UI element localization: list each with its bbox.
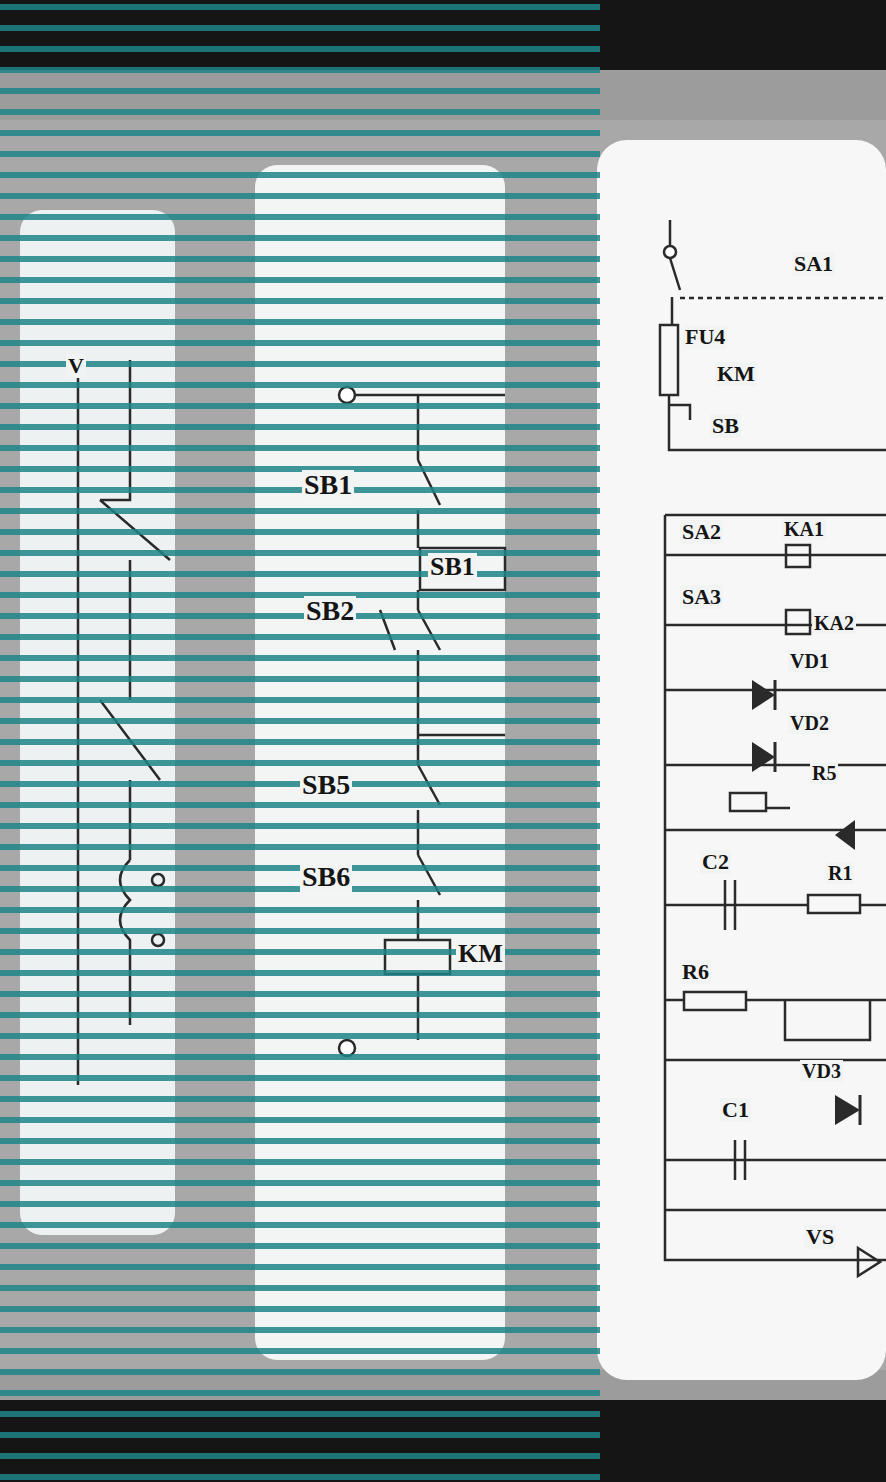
scan-stripe [0,1411,600,1417]
scan-stripe [0,550,600,556]
scan-stripe [0,403,600,409]
scan-stripe [0,277,600,283]
scan-stripe [0,1327,600,1333]
component-label: R5 [810,762,838,784]
component-label: SA2 [680,520,723,544]
component-label: SA3 [680,585,723,609]
scan-stripe [0,529,600,535]
scan-stripe [0,1222,600,1228]
component-label: R1 [826,862,854,884]
component-label: SA1 [792,252,835,276]
scan-stripe [0,1159,600,1165]
component-label: KA2 [812,612,856,634]
scan-stripe [0,508,600,514]
scan-stripe [0,46,600,52]
scan-stripe [0,592,600,598]
scan-stripe [0,340,600,346]
scan-stripe [0,634,600,640]
component-label: FU4 [683,325,727,349]
component-label: KM [715,362,757,386]
component-label: KA1 [782,518,826,540]
component-label: KM [456,940,505,968]
scan-stripe [0,1285,600,1291]
scan-stripe [0,382,600,388]
scan-stripe [0,1096,600,1102]
scan-stripe [0,991,600,997]
scan-stripe [0,1180,600,1186]
component-label: SB [710,414,741,438]
scan-stripe [0,1306,600,1312]
scan-stripe [0,109,600,115]
scan-stripe [0,697,600,703]
scan-stripe [0,823,600,829]
scan-stripe [0,949,600,955]
scan-stripe [0,1348,600,1354]
scan-stripe [0,466,600,472]
scan-stripe [0,907,600,913]
scan-stripe [0,487,600,493]
scan-stripe [0,424,600,430]
scan-stripe [0,361,600,367]
scan-stripe [0,613,600,619]
scan-stripe [0,1201,600,1207]
component-label: V [66,354,86,378]
scan-stripe [0,1453,600,1459]
scan-stripe [0,88,600,94]
scan-stripe [0,67,600,73]
component-label: SB6 [300,862,352,892]
scan-stripe [0,1390,600,1396]
component-label: SB1 [302,470,354,500]
scan-stripe [0,739,600,745]
scan-stripe [0,298,600,304]
scan-stripe [0,4,600,10]
component-label: SB5 [300,770,352,800]
component-label: SB1 [428,553,477,581]
scan-stripe [0,802,600,808]
scan-stripe [0,928,600,934]
scan-stripe [0,214,600,220]
scan-stripe [0,1243,600,1249]
scan-stripe [0,1012,600,1018]
scan-stripe [0,1117,600,1123]
scan-stripe [0,1474,600,1480]
scan-stripe [0,1054,600,1060]
scan-stripe [0,235,600,241]
component-label: SB2 [304,596,356,626]
component-label: VD2 [788,712,831,734]
scan-stripe [0,193,600,199]
component-label: C2 [700,850,731,874]
component-label: VD3 [800,1060,843,1082]
scan-stripe [0,1075,600,1081]
scan-stripe [0,319,600,325]
scan-stripe [0,151,600,157]
scan-stripe [0,676,600,682]
scan-stripe [0,1432,600,1438]
scan-stripe [0,1264,600,1270]
scan-stripe [0,130,600,136]
scan-stripe [0,718,600,724]
component-label: VS [804,1225,836,1249]
scan-stripe [0,844,600,850]
scan-stripe [0,1138,600,1144]
scan-stripe [0,25,600,31]
scan-stripe [0,445,600,451]
component-label: VD1 [788,650,831,672]
scan-stripe [0,1369,600,1375]
scan-stripe [0,1033,600,1039]
component-label: R6 [680,960,711,984]
scan-stripe [0,970,600,976]
scan-stripe [0,256,600,262]
scan-stripe [0,172,600,178]
scan-stripe [0,760,600,766]
scan-stripe [0,655,600,661]
component-label: C1 [720,1098,751,1122]
scan-stripe [0,571,600,577]
